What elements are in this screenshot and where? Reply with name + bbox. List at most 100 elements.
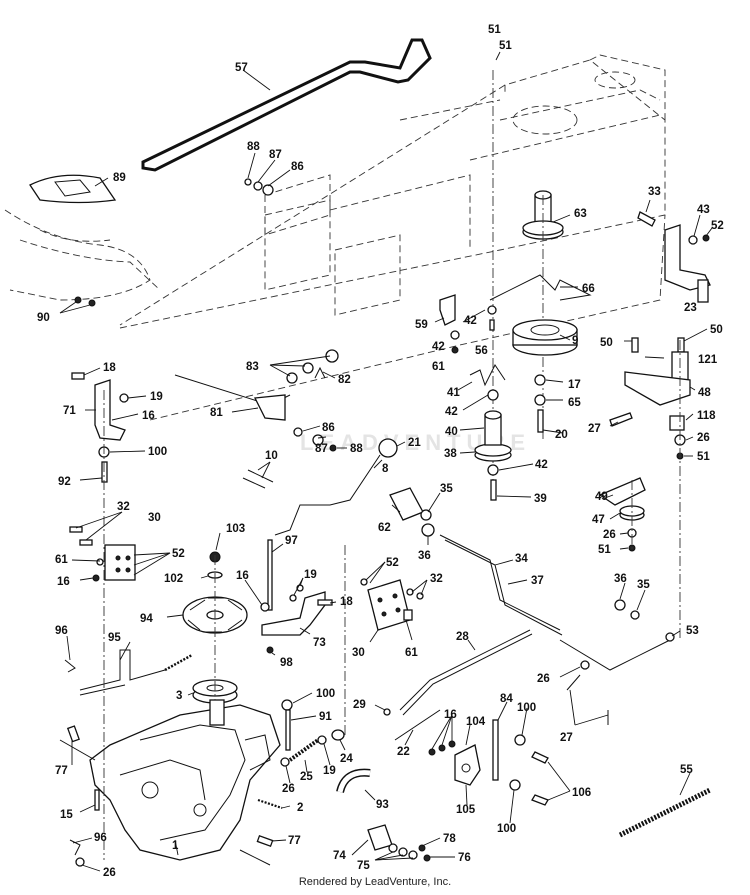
callout-18: 18 xyxy=(340,596,353,608)
frame-outline xyxy=(119,54,666,421)
callout-61: 61 xyxy=(405,647,418,659)
washer-36a xyxy=(421,523,435,537)
spacer-74 xyxy=(367,824,393,851)
rod-22 xyxy=(394,709,441,741)
bracket-30-left xyxy=(69,526,136,582)
callout-88: 88 xyxy=(247,141,260,153)
nut-61a xyxy=(451,346,459,354)
pin-96b xyxy=(69,839,81,856)
callout-56: 56 xyxy=(475,345,488,357)
callout-27: 27 xyxy=(560,732,573,744)
callout-15: 15 xyxy=(60,809,73,821)
bracket-73 xyxy=(261,584,333,654)
callout-17: 17 xyxy=(568,379,581,391)
spring-25 xyxy=(288,738,320,762)
callout-24: 24 xyxy=(340,753,353,765)
callout-53: 53 xyxy=(686,625,699,637)
callout-34: 34 xyxy=(515,553,528,565)
callout-30: 30 xyxy=(352,647,365,659)
callout-16: 16 xyxy=(142,410,155,422)
callout-90: 90 xyxy=(37,312,50,324)
callout-23: 23 xyxy=(684,302,697,314)
callout-8: 8 xyxy=(382,463,389,475)
callout-16: 16 xyxy=(444,709,457,721)
callout-33: 33 xyxy=(648,186,661,198)
callout-103: 103 xyxy=(226,523,245,535)
callout-52: 52 xyxy=(386,557,399,569)
callout-9: 9 xyxy=(572,335,578,347)
callout-61: 61 xyxy=(55,554,68,566)
nut-76 xyxy=(423,854,431,862)
pin-10a xyxy=(242,477,266,489)
footer-credit: Rendered by LeadVenture, Inc. xyxy=(298,876,452,888)
callout-1: 1 xyxy=(172,840,179,852)
bolt-56 xyxy=(489,319,495,331)
rod-91 xyxy=(285,709,291,751)
bracket-104 xyxy=(428,740,481,786)
callout-55: 55 xyxy=(680,764,693,776)
callout-50: 50 xyxy=(710,324,723,336)
callout-94: 94 xyxy=(140,613,153,625)
bolt-16c xyxy=(260,602,270,612)
callout-57: 57 xyxy=(235,62,248,74)
shift-bracket xyxy=(253,394,286,421)
nut-88b xyxy=(329,444,337,452)
callout-51: 51 xyxy=(598,544,611,556)
callout-35: 35 xyxy=(440,483,453,495)
washer-42b xyxy=(487,305,497,315)
rod-66 xyxy=(489,274,592,301)
washer-100c xyxy=(514,734,526,746)
washer-26e xyxy=(75,857,85,867)
shift-lever-8 xyxy=(274,454,381,536)
callout-labels: 57 51 51 88 87 86 89 63 33 43 52 90 66 2… xyxy=(37,24,724,879)
callout-84: 84 xyxy=(500,693,513,705)
callout-52: 52 xyxy=(711,220,724,232)
callout-30: 30 xyxy=(148,512,161,524)
drive-belt xyxy=(141,38,432,172)
pin-27b1 xyxy=(566,674,581,691)
callout-121: 121 xyxy=(698,354,718,366)
callout-92: 92 xyxy=(58,476,71,488)
washer-83c xyxy=(325,349,339,363)
callout-91: 91 xyxy=(319,711,332,723)
lever-95 xyxy=(64,649,193,696)
bolt-15 xyxy=(94,789,100,811)
fender-shroud xyxy=(4,174,161,301)
key-77b xyxy=(256,834,274,848)
washer-75c xyxy=(408,850,418,860)
callout-65: 65 xyxy=(568,397,581,409)
callout-63: 63 xyxy=(574,208,587,220)
callout-36: 36 xyxy=(418,550,431,562)
callout-77: 77 xyxy=(55,765,68,777)
washer-35b xyxy=(630,610,640,620)
callout-49: 49 xyxy=(595,491,608,503)
callout-81: 81 xyxy=(210,407,223,419)
callout-86: 86 xyxy=(291,161,304,173)
washer-26d xyxy=(280,757,290,767)
callout-100: 100 xyxy=(148,446,167,458)
callout-100: 100 xyxy=(517,702,536,714)
callout-96: 96 xyxy=(94,832,107,844)
callout-42: 42 xyxy=(535,459,548,471)
washer-42a xyxy=(450,330,460,340)
callout-97: 97 xyxy=(285,535,298,547)
washer-26c xyxy=(580,660,590,670)
rod-53 xyxy=(559,639,671,671)
callout-40: 40 xyxy=(445,426,458,438)
callout-26: 26 xyxy=(103,867,116,879)
callout-19: 19 xyxy=(150,391,163,403)
callout-39: 39 xyxy=(534,493,547,505)
callout-18: 18 xyxy=(103,362,116,374)
clip-78 xyxy=(418,844,426,852)
collar-24 xyxy=(331,729,345,741)
callout-95: 95 xyxy=(108,632,121,644)
screw-90a xyxy=(74,296,82,304)
washer-36b xyxy=(614,599,626,611)
callout-87: 87 xyxy=(269,149,282,161)
bracket-71 xyxy=(71,372,129,483)
callout-86: 86 xyxy=(322,422,335,434)
callout-16: 16 xyxy=(236,570,249,582)
callout-20: 20 xyxy=(555,429,568,441)
